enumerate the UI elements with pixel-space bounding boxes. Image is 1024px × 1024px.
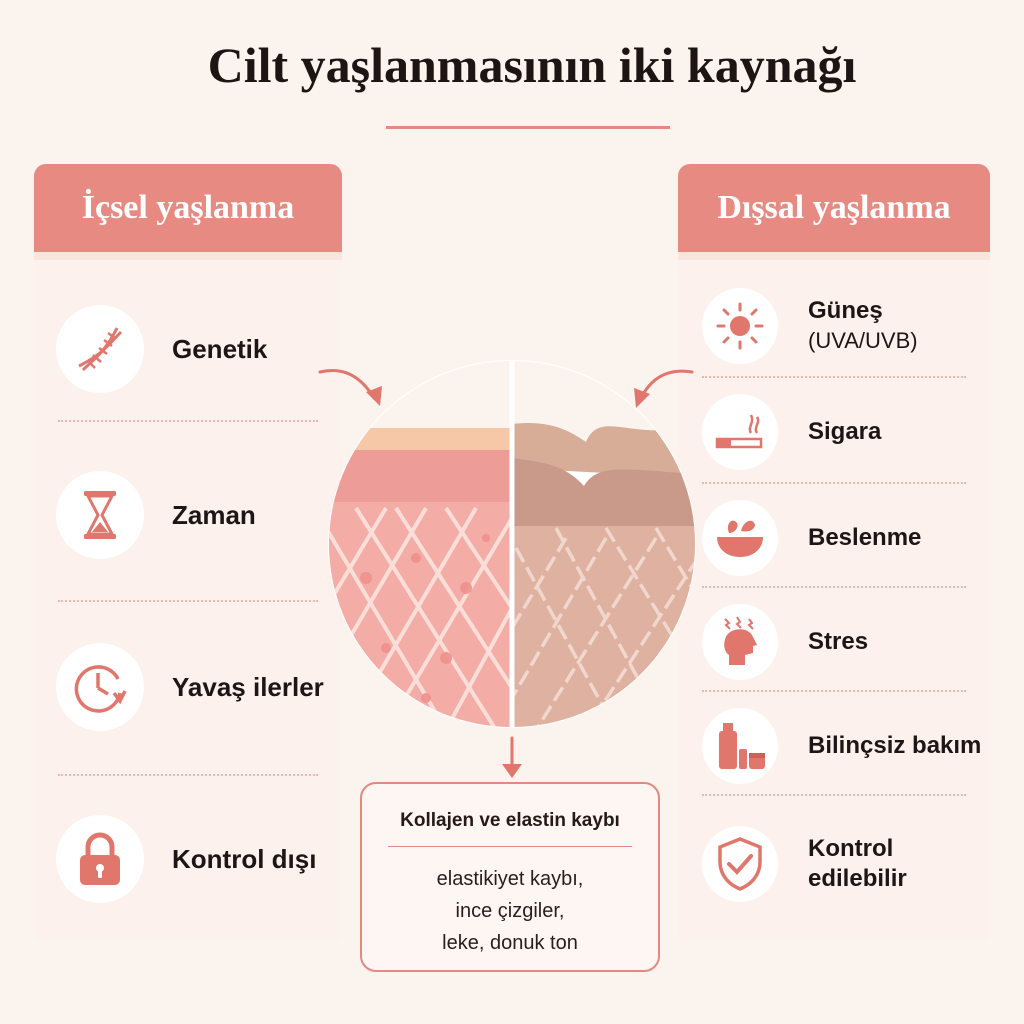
sun-sublabel: (UVA/UVB): [808, 328, 918, 353]
extrinsic-item-label: Bilinçsiz bakım: [808, 732, 982, 759]
result-heading: Kollajen ve elastin kaybı: [400, 810, 620, 831]
extrinsic-item-gunes: Güneş (UVA/UVB): [678, 278, 990, 374]
shield-check-icon: [702, 826, 778, 902]
intrinsic-item-genetik: Genetik: [34, 274, 342, 424]
intrinsic-heading: İçsel yaşlanma: [34, 164, 342, 252]
clock-icon: [56, 643, 144, 731]
page-title: Cilt yaşlanmasının iki kaynağı: [207, 37, 857, 93]
extrinsic-item-label: Stres: [808, 628, 869, 655]
divider: [702, 586, 966, 588]
intrinsic-item-yavas: Yavaş ilerler: [34, 612, 342, 762]
intrinsic-item-zaman: Zaman: [34, 440, 342, 590]
intrinsic-item-kontrol: Kontrol dışı: [34, 784, 342, 934]
result-effects: elastikiyet kaybı, ince çizgiler, leke, …: [362, 863, 658, 959]
cosmetics-icon: [702, 708, 778, 784]
hourglass-icon: [56, 471, 144, 559]
salad-bowl-icon: [702, 500, 778, 576]
result-divider: [388, 846, 632, 847]
extrinsic-heading: Dışsal yaşlanma: [678, 164, 990, 252]
extrinsic-item-label: Beslenme: [808, 524, 922, 551]
extrinsic-list: Güneş (UVA/UVB) Sigara: [678, 260, 990, 942]
young-skin-half: [329, 361, 510, 727]
extrinsic-item-bakim: Bilinçsiz bakım: [678, 698, 990, 794]
title-underline: [386, 126, 670, 129]
dna-icon: [56, 305, 144, 393]
intrinsic-item-label: Yavaş ilerler: [172, 671, 324, 702]
extrinsic-item-label: Kontrol edilebilir: [808, 835, 907, 892]
cigarette-icon: [702, 394, 778, 470]
aged-skin-half: [514, 361, 695, 727]
stress-head-icon: [702, 604, 778, 680]
intrinsic-item-label: Kontrol dışı: [172, 843, 317, 874]
extrinsic-panel: Dışsal yaşlanma Güneş (UVA/UVB): [678, 164, 990, 942]
result-effect-line: elastikiyet kaybı,: [436, 868, 584, 890]
intrinsic-item-label: Genetik: [172, 333, 268, 364]
divider: [58, 774, 318, 776]
extrinsic-item-kontrol: Kontrol edilebilir: [678, 808, 990, 920]
divider: [702, 690, 966, 692]
skin-cross-section: [326, 358, 698, 730]
divider: [702, 794, 966, 796]
sun-icon: [702, 288, 778, 364]
intrinsic-item-label: Zaman: [172, 499, 256, 530]
extrinsic-item-sigara: Sigara: [678, 384, 990, 480]
sun-label: Güneş: [808, 297, 883, 324]
divider: [58, 600, 318, 602]
extrinsic-item-stres: Stres: [678, 594, 990, 690]
intrinsic-panel: İçsel yaşlanma Genetik: [34, 164, 342, 942]
result-effect-line: leke, donuk ton: [442, 932, 578, 954]
result-box: Kollajen ve elastin kaybı elastikiyet ka…: [360, 782, 660, 972]
divider: [702, 482, 966, 484]
extrinsic-item-label: Güneş (UVA/UVB): [808, 296, 918, 356]
intrinsic-list: Genetik Zaman: [34, 260, 342, 942]
result-effect-line: ince çizgiler,: [455, 900, 565, 922]
lock-icon: [56, 815, 144, 903]
extrinsic-item-label: Sigara: [808, 418, 882, 445]
divider: [702, 376, 966, 378]
extrinsic-item-beslenme: Beslenme: [678, 490, 990, 586]
divider: [58, 420, 318, 422]
